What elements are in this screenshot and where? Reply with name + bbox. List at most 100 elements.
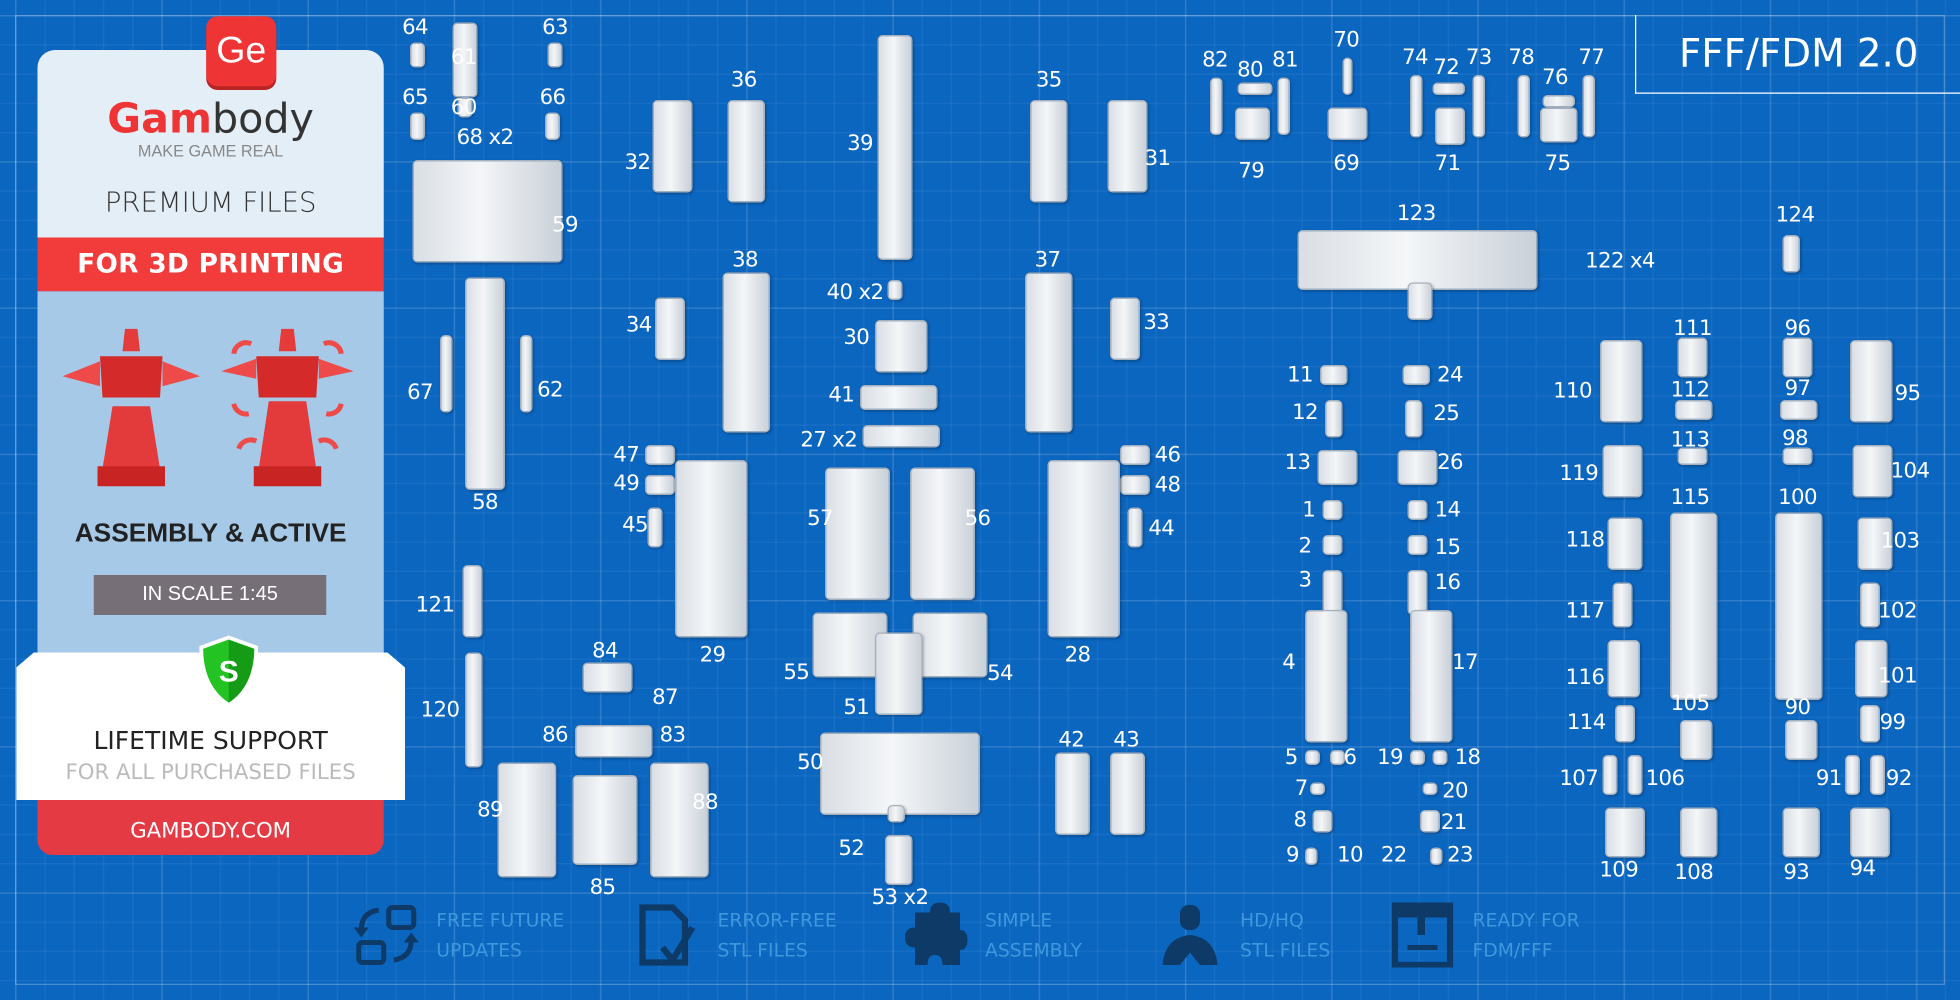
part-model <box>1860 705 1880 743</box>
part-label: 23 <box>1447 842 1473 868</box>
part-label: 79 <box>1238 158 1265 184</box>
part-label: 60 <box>450 95 477 120</box>
part-model <box>1782 807 1820 858</box>
part-model <box>462 565 483 638</box>
figure-icon <box>1162 905 1218 965</box>
part-label: 122 x4 <box>1585 248 1655 274</box>
part-model <box>1110 752 1145 835</box>
part-model <box>1680 720 1713 760</box>
part-model <box>1870 755 1885 795</box>
part-label: 28 <box>1064 642 1091 668</box>
part-model <box>1677 337 1708 378</box>
part-model <box>1407 500 1428 520</box>
part-model <box>1782 447 1813 465</box>
part-model <box>1677 447 1708 465</box>
part-model <box>452 22 478 98</box>
part-label: 111 <box>1673 316 1712 342</box>
part-model <box>1517 75 1530 138</box>
part-model <box>1047 460 1120 638</box>
part-label: 46 <box>1154 442 1181 468</box>
part-label: 10 <box>1337 842 1363 868</box>
feature-line: FREE FUTURE <box>436 908 565 932</box>
part-model <box>1780 400 1818 420</box>
part-label: 54 <box>987 661 1013 687</box>
part-model <box>1845 755 1860 795</box>
part-model <box>875 320 928 373</box>
part-model <box>1310 782 1325 795</box>
part-label: 15 <box>1434 535 1461 560</box>
part-label: 36 <box>730 67 757 93</box>
part-label: 7 <box>1294 776 1309 802</box>
shield-icon: S <box>199 635 259 708</box>
part-label: 82 <box>1202 47 1228 73</box>
part-label: 57 <box>807 506 833 532</box>
part-label: 114 <box>1566 710 1606 735</box>
part-model <box>885 835 913 885</box>
file-check-icon <box>639 904 696 966</box>
part-label: 65 <box>402 85 428 110</box>
part-model <box>1860 582 1880 628</box>
part-model <box>545 112 560 140</box>
website-link[interactable]: GAMBODY.COM <box>37 797 384 855</box>
part-label: 42 <box>1058 727 1085 753</box>
fff-fdm-version-badge: FFF/FDM 2.0 <box>1635 15 1960 94</box>
part-model <box>1607 517 1643 570</box>
part-model <box>1627 755 1643 795</box>
part-label: 52 <box>838 836 865 862</box>
part-model <box>1857 517 1893 570</box>
part-model <box>1120 475 1150 495</box>
part-model <box>1317 450 1358 485</box>
part-model <box>1410 750 1425 765</box>
part-model <box>1670 512 1718 700</box>
brand-tagline: MAKE GAME REAL <box>137 141 284 160</box>
part-label: 118 <box>1565 527 1605 553</box>
part-model <box>547 42 563 68</box>
part-label: 34 <box>625 312 652 338</box>
part-model <box>1430 847 1443 865</box>
part-label: 103 <box>1880 528 1920 554</box>
part-label: 49 <box>613 471 640 497</box>
part-model <box>1600 340 1643 423</box>
part-label: 116 <box>1565 665 1605 690</box>
part-label: 94 <box>1849 856 1876 882</box>
part-model <box>575 725 653 758</box>
part-label: 55 <box>783 660 810 685</box>
part-model <box>1422 782 1438 795</box>
part-model <box>1237 82 1273 95</box>
part-model <box>1602 755 1618 795</box>
premium-files-heading: PREMIUM FILES <box>104 187 317 219</box>
part-label: 47 <box>613 442 640 468</box>
feature-line: STL FILES <box>717 938 808 962</box>
part-label: 41 <box>828 382 855 408</box>
part-label: 89 <box>477 797 503 823</box>
part-model <box>1775 512 1823 700</box>
part-label: 72 <box>1433 55 1460 80</box>
scale-badge: IN SCALE 1:45 <box>93 575 327 615</box>
part-label: 30 <box>843 325 870 350</box>
part-label: 35 <box>1035 67 1062 93</box>
part-label: 20 <box>1442 778 1468 804</box>
part-model <box>1110 297 1140 360</box>
part-model <box>1432 750 1448 765</box>
feature-line: ERROR-FREE <box>717 908 837 932</box>
part-label: 2 <box>1298 533 1313 559</box>
part-label: 81 <box>1272 47 1298 73</box>
part-model <box>875 632 923 715</box>
part-model <box>1680 807 1718 858</box>
part-model <box>1322 500 1343 520</box>
part-model <box>1605 807 1645 858</box>
part-label: 73 <box>1465 45 1492 70</box>
part-label: 99 <box>1879 710 1906 735</box>
part-model <box>1852 445 1893 498</box>
part-label: 12 <box>1292 400 1318 425</box>
part-model <box>1312 810 1333 833</box>
part-label: 87 <box>652 685 678 710</box>
part-label: 69 <box>1333 151 1360 177</box>
part-label: 63 <box>542 15 568 40</box>
part-label: 21 <box>1440 810 1467 835</box>
part-label: 4 <box>1282 650 1296 675</box>
part-model <box>1782 235 1800 273</box>
